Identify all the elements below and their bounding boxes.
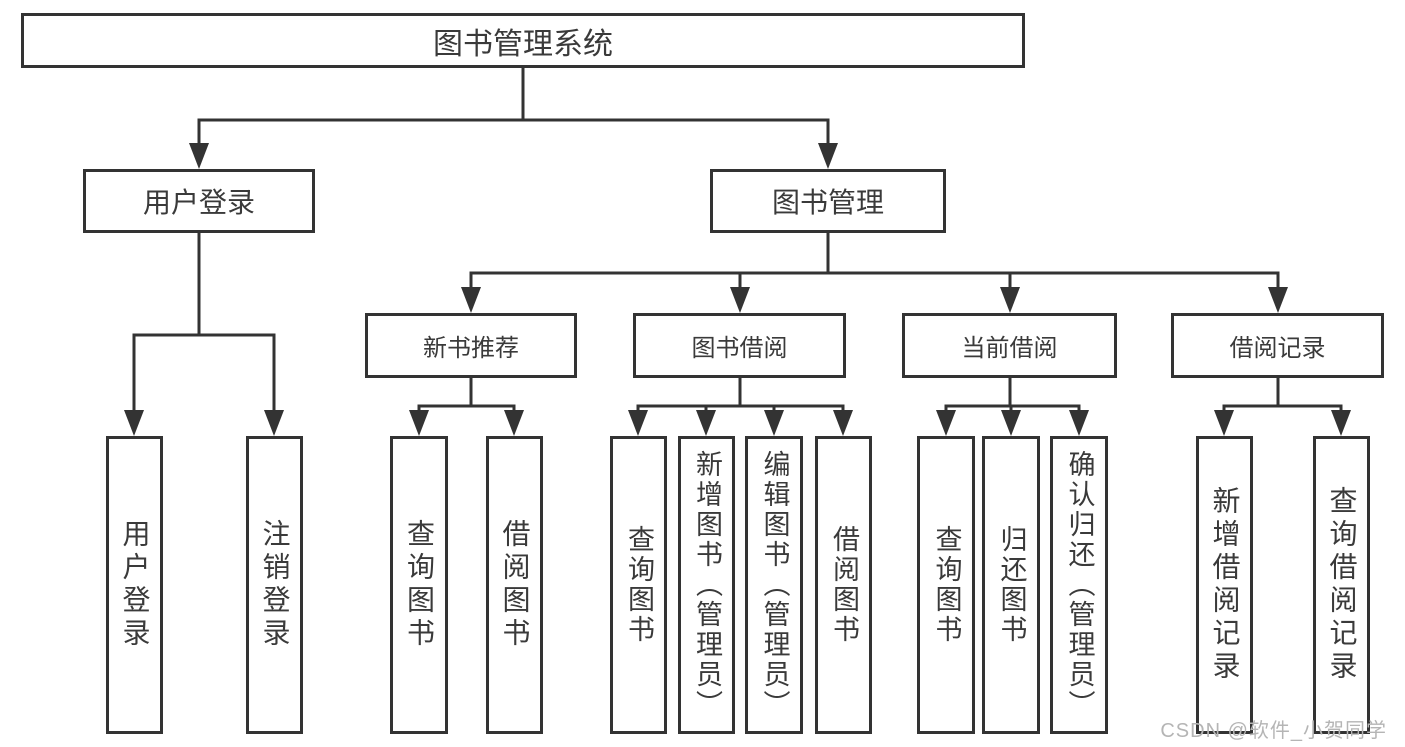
node-label: 新增借阅记录 — [1209, 486, 1241, 684]
node-borrow-books: 借阅图书 — [815, 436, 872, 734]
node-new-book-recommendation: 新书推荐 — [365, 313, 577, 378]
node-label: 查询图书 — [931, 525, 962, 645]
node-return-book: 归还图书 — [982, 436, 1040, 734]
node-label: 新书推荐 — [423, 335, 519, 362]
node-edit-book-admin: 编辑图书（管理员） — [745, 436, 803, 734]
node-library-management-system: 图书管理系统 — [21, 13, 1025, 68]
node-label: 用户登录 — [142, 187, 255, 218]
node-query-books-current: 查询图书 — [917, 436, 975, 734]
node-label: 注销登录 — [259, 519, 291, 651]
node-label: 编辑图书（管理员） — [759, 450, 790, 720]
node-label: 归还图书 — [996, 525, 1027, 645]
node-label: 查询借阅记录 — [1326, 486, 1358, 684]
node-query-books-borrow: 查询图书 — [610, 436, 667, 734]
node-label: 用户登录 — [119, 519, 151, 651]
node-user-login-branch: 用户登录 — [83, 169, 315, 233]
node-query-borrow-record: 查询借阅记录 — [1313, 436, 1370, 734]
node-label: 借阅图书 — [499, 519, 531, 651]
node-label: 查询图书 — [404, 519, 435, 651]
node-user-login: 用户登录 — [106, 436, 163, 734]
node-label: 当前借阅 — [961, 335, 1058, 362]
node-label: 图书管理系统 — [433, 27, 613, 61]
node-label: 图书借阅 — [691, 335, 788, 362]
node-borrowing-records: 借阅记录 — [1171, 313, 1384, 378]
node-borrow-books-recommend: 借阅图书 — [486, 436, 543, 734]
arrowheads — [124, 143, 1351, 436]
node-add-borrow-record: 新增借阅记录 — [1196, 436, 1253, 734]
node-book-borrowing: 图书借阅 — [633, 313, 846, 378]
node-add-book-admin: 新增图书（管理员） — [678, 436, 735, 734]
node-label: 图书管理 — [771, 187, 884, 218]
node-current-borrowing: 当前借阅 — [902, 313, 1117, 378]
node-label: 新增图书（管理员） — [692, 450, 722, 720]
node-label: 借阅图书 — [829, 525, 859, 645]
node-label: 借阅记录 — [1229, 335, 1326, 362]
csdn-watermark: CSDN @软件_小贺同学 — [1160, 720, 1387, 742]
node-confirm-return-admin: 确认归还（管理员） — [1050, 436, 1108, 734]
node-label: 查询图书 — [624, 525, 654, 645]
node-logout: 注销登录 — [246, 436, 303, 734]
node-label: 确认归还（管理员） — [1064, 450, 1095, 720]
node-query-books-recommend: 查询图书 — [390, 436, 448, 734]
node-book-management-branch: 图书管理 — [710, 169, 946, 233]
